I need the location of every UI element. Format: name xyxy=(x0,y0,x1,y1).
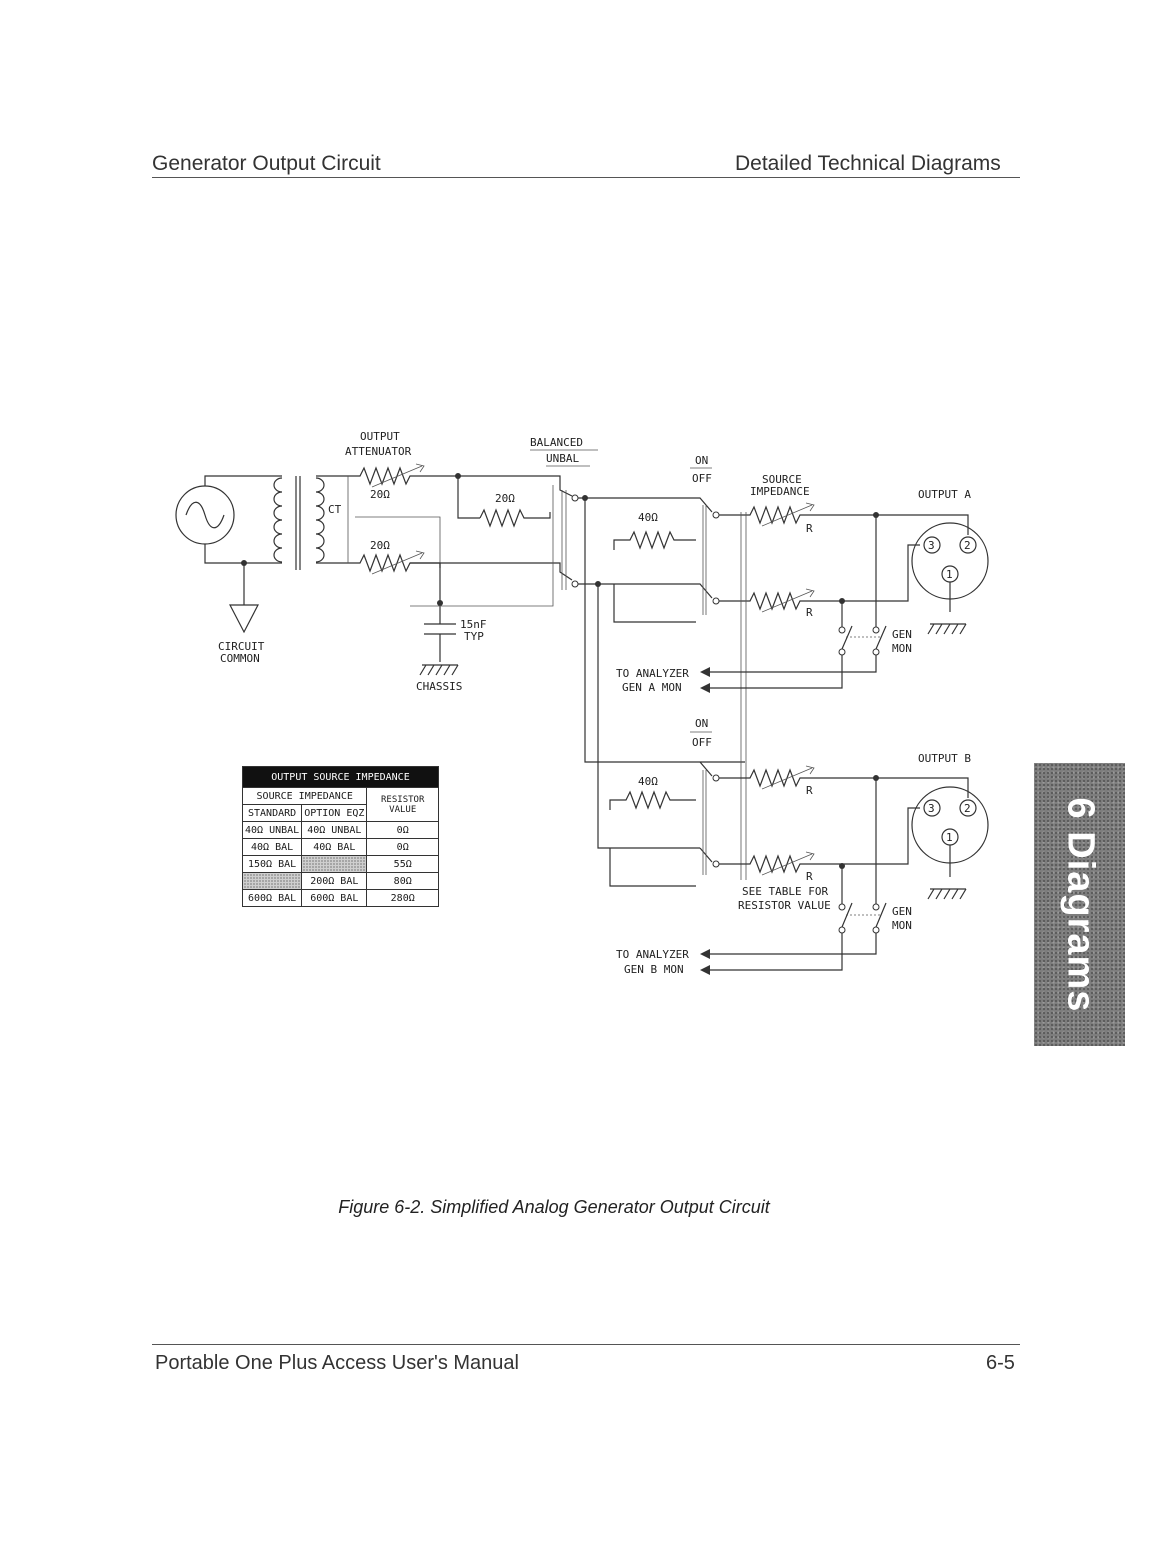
pin2-a: 2 xyxy=(964,539,971,552)
chapter-side-tab-label: 6 Diagrams xyxy=(1059,797,1101,1012)
chassis-ground-icon xyxy=(419,664,459,676)
gen-mon-switch-b-icon xyxy=(838,902,887,934)
table-cell: 150Ω BAL xyxy=(241,855,303,873)
unbal-label: UNBAL xyxy=(546,452,579,465)
source-impedance-label-2: IMPEDANCE xyxy=(750,485,810,498)
gen-mon-switch-a-icon xyxy=(838,625,887,656)
table-cell: 280Ω xyxy=(366,889,439,907)
table-row: 40Ω BAL 40Ω BAL 0Ω xyxy=(241,838,439,856)
forty-ohm-a-value: 40Ω xyxy=(638,511,658,524)
output-b-label: OUTPUT B xyxy=(918,752,971,765)
chapter-side-tab: 6 Diagrams xyxy=(1034,763,1125,1046)
gen-a-mon-label: GEN A MON xyxy=(622,681,682,694)
gen-b-mon-label: GEN B MON xyxy=(624,963,684,976)
sine-source-icon xyxy=(175,485,235,545)
footer-manual-title: Portable One Plus Access User's Manual xyxy=(155,1352,519,1374)
footer-page-number: 6-5 xyxy=(986,1352,1015,1374)
circuit-common-ground-icon xyxy=(229,604,259,634)
xlr-output-b-icon xyxy=(911,786,989,900)
table-cell: 40Ω BAL xyxy=(301,838,368,856)
table-cell: 40Ω UNBAL xyxy=(301,821,368,839)
pin1-b: 1 xyxy=(946,831,953,844)
r-b-top-label: R xyxy=(806,784,813,797)
pin2-b: 2 xyxy=(964,802,971,815)
unbal-resistor-icon xyxy=(479,508,551,528)
attenuator-bottom-value: 20Ω xyxy=(370,539,390,552)
forty-ohm-b-resistor-icon xyxy=(609,790,696,810)
to-analyzer-a-label: TO ANALYZER xyxy=(616,667,689,680)
table-cell: 0Ω xyxy=(366,821,439,839)
off-a-label: OFF xyxy=(692,472,712,485)
balanced-label: BALANCED xyxy=(530,436,583,449)
table-row: 600Ω BAL 600Ω BAL 280Ω xyxy=(241,889,439,907)
mon-b-label: MON xyxy=(892,919,912,932)
table-col-resistor: RESISTOR VALUE xyxy=(366,787,439,822)
forty-ohm-b-value: 40Ω xyxy=(638,775,658,788)
attenuator-top-value: 20Ω xyxy=(370,488,390,501)
forty-ohm-a-resistor-icon xyxy=(613,530,696,550)
off-b-label: OFF xyxy=(692,736,712,749)
source-resistor-a-top-icon xyxy=(719,502,876,527)
r-a-bottom-label: R xyxy=(806,606,813,619)
capacitor-icon xyxy=(424,603,456,662)
gen-a-label: GEN xyxy=(892,628,912,641)
r-b-bottom-label: R xyxy=(806,870,813,883)
table-cell: 0Ω xyxy=(366,838,439,856)
pin3-a: 3 xyxy=(928,539,935,552)
source-resistor-a-bottom-icon xyxy=(719,544,920,613)
table-cell: 600Ω BAL xyxy=(241,889,303,907)
table-cell-shaded xyxy=(241,872,303,890)
output-attenuator-label: OUTPUT xyxy=(360,430,400,443)
source-impedance-label: SOURCE xyxy=(762,473,802,486)
table-col-option: OPTION EQZ xyxy=(301,804,368,822)
table-col-group: SOURCE IMPEDANCE xyxy=(241,787,368,805)
output-source-impedance-table: OUTPUT SOURCE IMPEDANCE SOURCE IMPEDANCE… xyxy=(241,766,439,907)
r-a-top-label: R xyxy=(806,522,813,535)
to-analyzer-b-label: TO ANALYZER xyxy=(616,948,689,961)
capacitor-value: 15nF xyxy=(460,618,487,631)
pin3-b: 3 xyxy=(928,802,935,815)
chassis-label: CHASSIS xyxy=(416,680,462,693)
mon-a-label: MON xyxy=(892,642,912,655)
table-row: 200Ω BAL 80Ω xyxy=(241,872,439,890)
table-cell: 600Ω BAL xyxy=(301,889,368,907)
table-row: 40Ω UNBAL 40Ω UNBAL 0Ω xyxy=(241,821,439,839)
table-cell: 80Ω xyxy=(366,872,439,890)
footer-rule xyxy=(152,1344,1020,1345)
source-resistor-b-top-icon xyxy=(719,765,876,790)
header-rule xyxy=(152,177,1020,178)
transformer-icon xyxy=(265,475,325,570)
capacitor-typ: TYP xyxy=(464,630,484,643)
header-section-title: Generator Output Circuit xyxy=(152,152,381,175)
on-a-label: ON xyxy=(695,454,708,467)
attenuator-resistor-bottom-icon xyxy=(355,550,441,603)
see-table-label: SEE TABLE FOR xyxy=(742,885,828,898)
header-chapter-title: Detailed Technical Diagrams xyxy=(735,152,1001,175)
table-cell: 55Ω xyxy=(366,855,439,873)
gen-b-label: GEN xyxy=(892,905,912,918)
center-tap-label: CT xyxy=(328,503,342,516)
output-attenuator-label-2: ATTENUATOR xyxy=(345,445,412,458)
table-cell-shaded xyxy=(301,855,368,873)
unbal-resistor-value: 20Ω xyxy=(495,492,515,505)
attenuator-resistor-top-icon xyxy=(355,463,455,488)
source-resistor-b-bottom-icon xyxy=(719,807,920,876)
see-table-label-2: RESISTOR VALUE xyxy=(738,899,831,912)
table-cell: 40Ω BAL xyxy=(241,838,303,856)
output-a-label: OUTPUT A xyxy=(918,488,971,501)
pin1-a: 1 xyxy=(946,568,953,581)
table-row: 150Ω BAL 55Ω xyxy=(241,855,439,873)
circuit-common-label: CIRCUIT xyxy=(218,640,265,653)
table-cell: 200Ω BAL xyxy=(301,872,368,890)
figure-caption: Figure 6-2. Simplified Analog Generator … xyxy=(338,1197,770,1217)
circuit-common-label-2: COMMON xyxy=(220,652,260,665)
table-col-standard: STANDARD xyxy=(241,804,303,822)
table-title: OUTPUT SOURCE IMPEDANCE xyxy=(242,766,439,788)
on-b-label: ON xyxy=(695,717,708,730)
xlr-output-a-icon xyxy=(911,522,989,635)
table-cell: 40Ω UNBAL xyxy=(241,821,303,839)
